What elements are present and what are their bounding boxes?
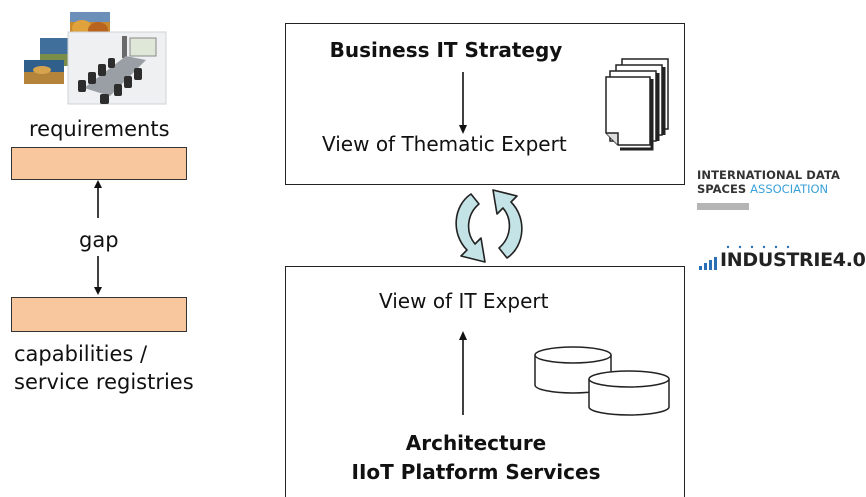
down-arrow-icon (459, 72, 467, 134)
architecture-box: View of IT Expert Architecture IIoT Plat… (285, 266, 685, 497)
ids-logo-bar (697, 203, 749, 210)
requirements-label: requirements (29, 117, 170, 141)
ids-logo-association: ASSOCIATION (750, 182, 829, 196)
architecture-title-line1: Architecture (405, 431, 547, 455)
ids-logo-spaces: SPACES (697, 182, 747, 196)
industrie-version: 4.0 (832, 249, 866, 271)
industrie40-signal-icon (699, 245, 790, 270)
business-strategy-title: Business IT Strategy (329, 38, 563, 62)
industrie40-wordmark: INDUSTRIE4.0 (720, 249, 866, 271)
stacked-documents-icon (605, 58, 669, 151)
gap-double-arrow (94, 180, 102, 295)
sync-cycle-icon (455, 189, 523, 263)
meeting-photo-collage (24, 12, 167, 105)
gap-label: gap (79, 228, 119, 252)
it-expert-label: View of IT Expert (379, 289, 549, 313)
capabilities-label-line2: service registries (14, 370, 194, 394)
ids-logo-line1: INTERNATIONAL DATA (697, 168, 841, 182)
capabilities-box (11, 297, 187, 332)
business-strategy-box: Business IT Strategy View of Thematic Ex… (285, 23, 685, 185)
architecture-title-line2: IIoT Platform Services (351, 460, 601, 484)
industrie-word: INDUSTRIE (720, 249, 833, 271)
ids-association-logo: INTERNATIONAL DATA SPACES ASSOCIATION (697, 168, 865, 222)
database-cylinders-icon (534, 346, 670, 416)
up-arrow-icon (459, 331, 467, 415)
capabilities-label-line1: capabilities / (14, 342, 148, 366)
thematic-expert-label: View of Thematic Expert (322, 132, 567, 156)
industrie40-logo: INDUSTRIE4.0 (698, 244, 866, 274)
requirements-box (11, 147, 187, 180)
ids-logo-line2: SPACES ASSOCIATION (697, 182, 865, 196)
